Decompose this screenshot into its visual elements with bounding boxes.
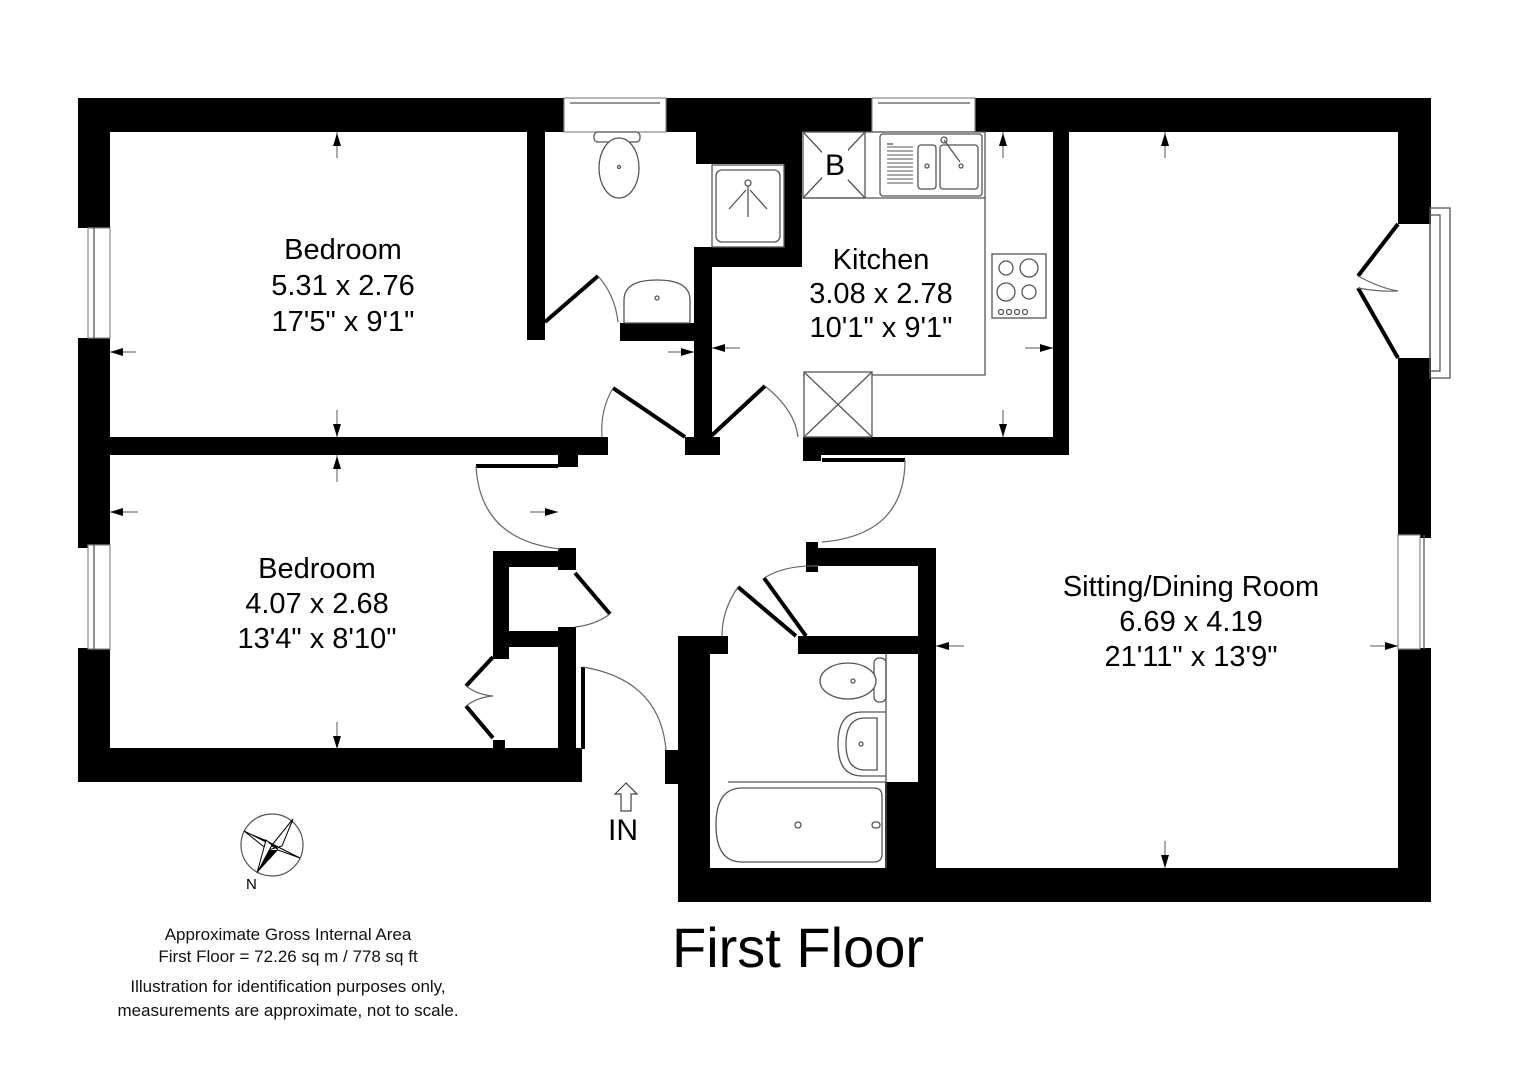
- compass-icon: [240, 813, 304, 877]
- room-label-bedroom-2: Bedroom 4.07 x 2.68 13'4" x 8'10": [237, 553, 396, 655]
- bath-icon: [715, 787, 883, 863]
- area-value: First Floor = 72.26 sq m / 778 sq ft: [158, 947, 418, 966]
- svg-text:Bedroom: Bedroom: [258, 553, 376, 585]
- boiler-label: B: [825, 149, 845, 182]
- svg-text:13'4" x 8'10": 13'4" x 8'10": [237, 623, 396, 655]
- walls: [78, 98, 1431, 902]
- svg-text:6.69 x 4.19: 6.69 x 4.19: [1119, 606, 1263, 638]
- svg-text:Kitchen: Kitchen: [833, 244, 930, 276]
- compass-north-label: N: [246, 876, 257, 893]
- appliance-icon: [803, 371, 873, 438]
- svg-text:5.31 x 2.76: 5.31 x 2.76: [271, 270, 415, 302]
- area-heading: Approximate Gross Internal Area: [164, 925, 412, 944]
- fixtures: B: [593, 131, 1047, 868]
- svg-text:Bedroom: Bedroom: [284, 234, 402, 266]
- svg-text:21'11" x 13'9": 21'11" x 13'9": [1104, 641, 1277, 673]
- disclaimer-line-2: measurements are approximate, not to sca…: [117, 1001, 459, 1020]
- svg-text:3.08 x 2.78: 3.08 x 2.78: [809, 278, 953, 310]
- floor-title: First Floor: [672, 916, 924, 979]
- boiler-icon: B: [802, 131, 866, 199]
- dimension-arrows: [110, 132, 1398, 868]
- entrance-arrow-icon: [613, 782, 639, 812]
- svg-text:Sitting/Dining Room: Sitting/Dining Room: [1063, 571, 1319, 603]
- svg-text:4.07 x 2.68: 4.07 x 2.68: [245, 588, 389, 620]
- room-label-sitting-dining: Sitting/Dining Room 6.69 x 4.19 21'11" x…: [1063, 571, 1319, 673]
- toilet-icon: [593, 131, 641, 199]
- room-label-bedroom-1: Bedroom 5.31 x 2.76 17'5" x 9'1": [271, 234, 415, 338]
- room-label-kitchen: Kitchen 3.08 x 2.78 10'1" x 9'1": [809, 244, 953, 344]
- bath-basin-icon: [837, 711, 886, 777]
- bath-toilet-icon: [819, 657, 887, 703]
- svg-text:17'5" x 9'1": 17'5" x 9'1": [272, 306, 415, 338]
- windows: [87, 97, 1451, 650]
- hob-icon: [991, 253, 1047, 319]
- doors: [464, 222, 1400, 751]
- entrance-label: IN: [608, 814, 638, 847]
- svg-text:10'1" x 9'1": 10'1" x 9'1": [810, 312, 953, 344]
- basin-icon: [623, 279, 691, 324]
- shower-icon: [711, 164, 785, 248]
- disclaimer-line-1: Illustration for identification purposes…: [130, 977, 446, 996]
- sink-icon: [879, 133, 983, 197]
